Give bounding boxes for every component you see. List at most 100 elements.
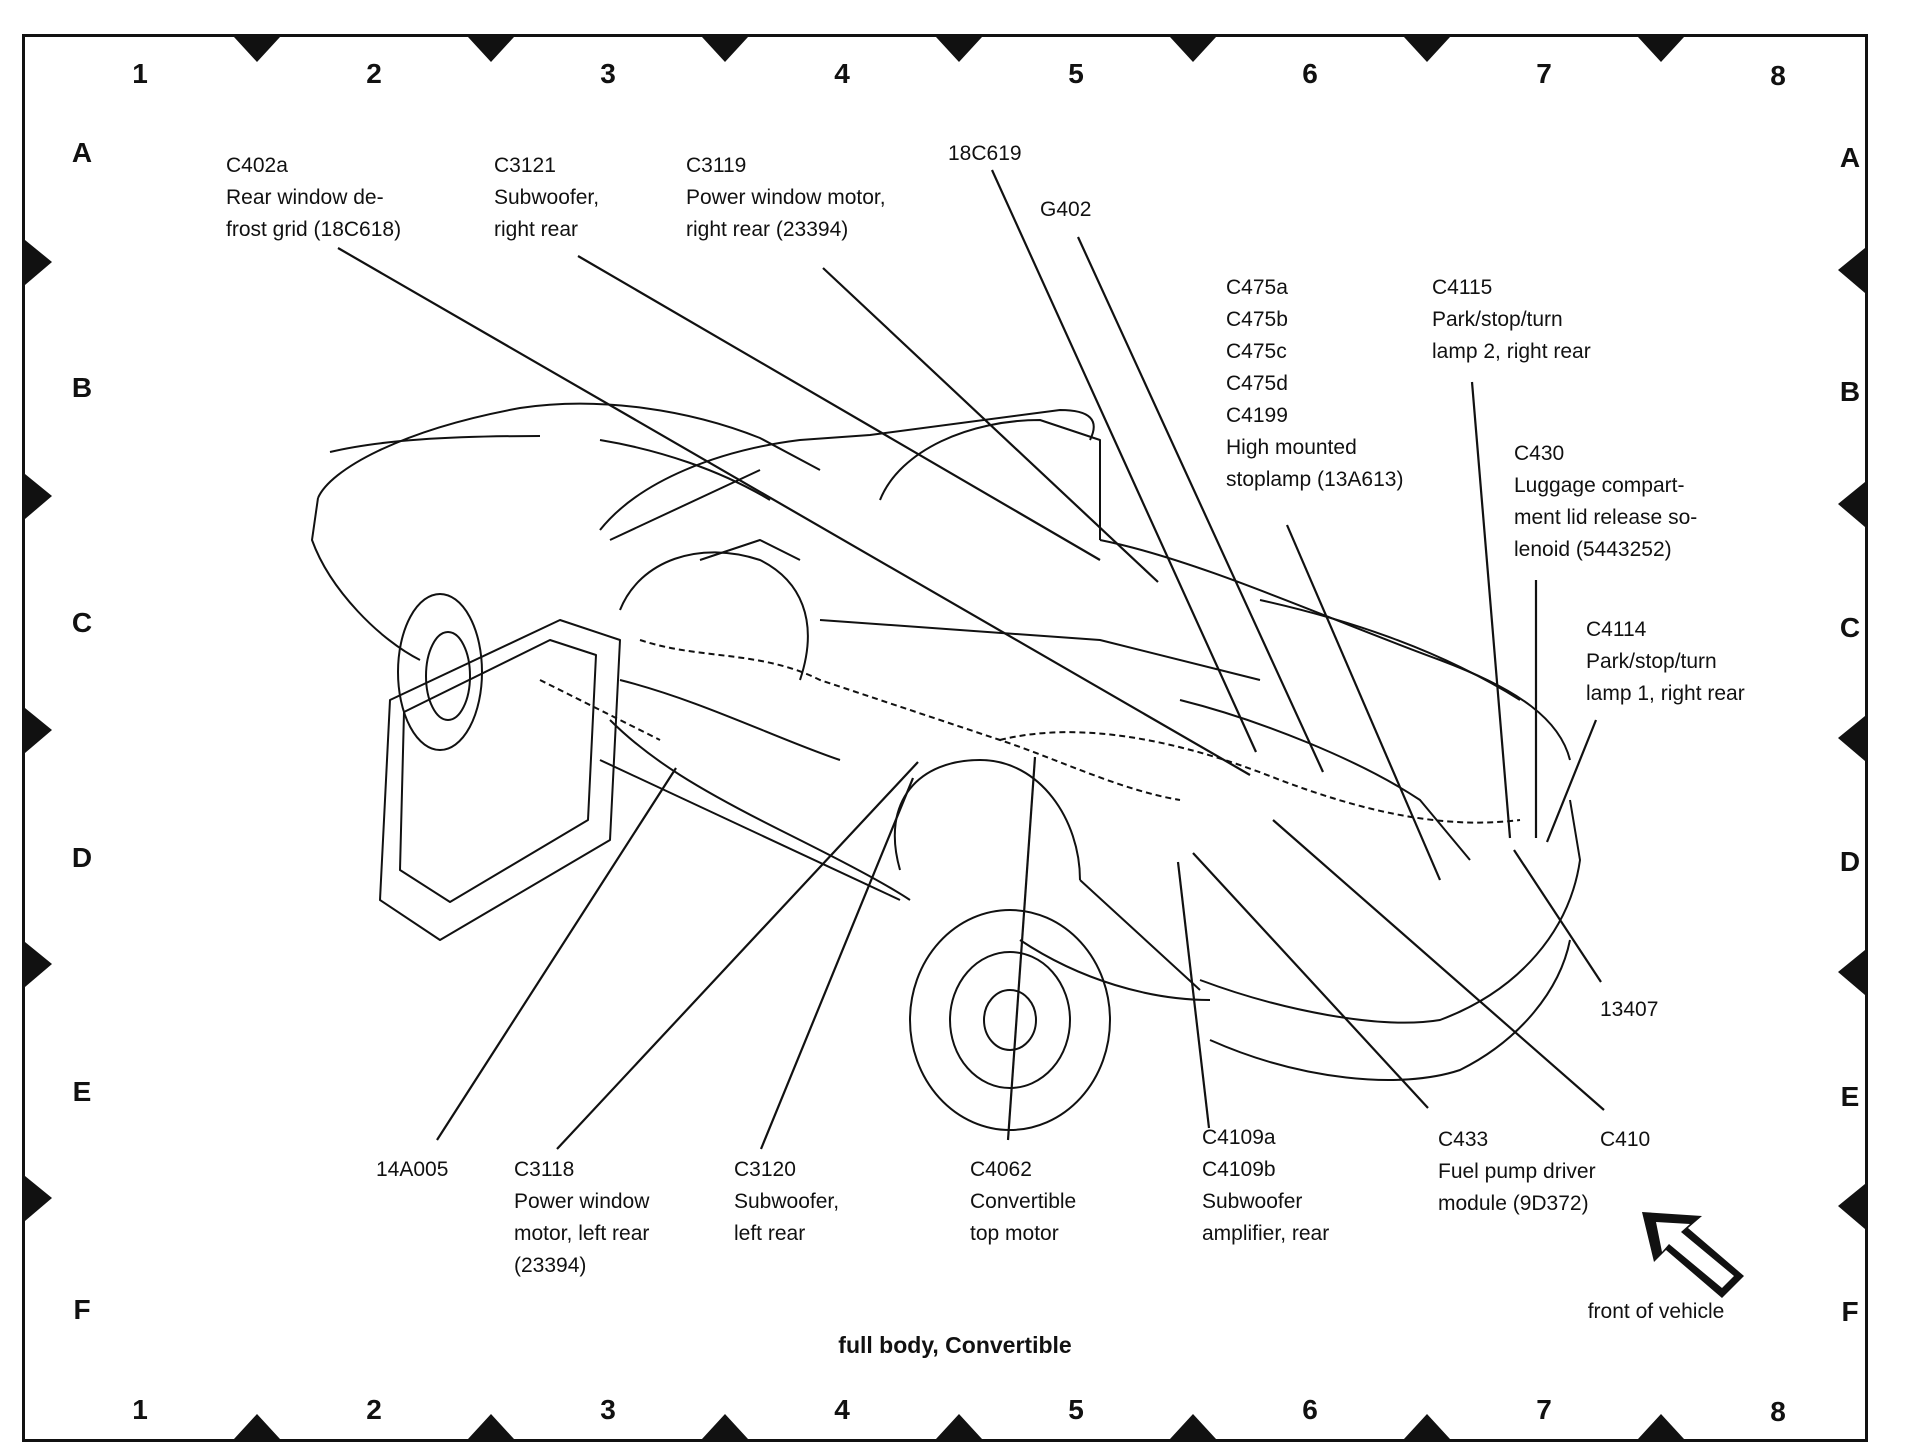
triangle-marker-icon (468, 37, 514, 62)
callout-18c619: 18C619 (948, 138, 1022, 170)
callout-c4109: C4109a C4109b Subwoofer amplifier, rear (1202, 1122, 1329, 1250)
callout-c475-line-1: C475a (1226, 276, 1288, 299)
callout-c3118-line-4: (23394) (514, 1254, 587, 1277)
triangle-marker-icon (1838, 1184, 1865, 1229)
leader-13407 (1513, 849, 1602, 983)
callout-18c619-line-1: 18C619 (948, 142, 1022, 165)
grid-col-2-bottom: 2 (366, 1394, 382, 1425)
callout-13407-line-1: 13407 (1600, 998, 1659, 1021)
grid-col-4-top: 4 (834, 58, 850, 89)
callout-g402: G402 (1040, 194, 1091, 226)
grid-row-b-left: B (71, 372, 93, 403)
grid-row-c-right: C (1839, 612, 1861, 643)
callout-c3121-line-1: C3121 (494, 154, 556, 177)
triangle-marker-icon (1838, 248, 1865, 293)
leader-c475 (1285, 524, 1442, 881)
callout-c475: C475a C475b C475c C475d C4199 High mount… (1226, 272, 1403, 496)
triangle-marker-icon (702, 37, 748, 62)
callout-c3118-line-3: motor, left rear (514, 1222, 650, 1245)
callout-c4062-line-3: top motor (970, 1222, 1059, 1245)
callout-c4114-line-1: C4114 (1586, 618, 1647, 641)
callout-c402a-line-3: frost grid (18C618) (226, 218, 402, 241)
callout-c433: C433 Fuel pump driver module (9D372) (1438, 1124, 1596, 1220)
triangle-marker-icon (1170, 37, 1216, 62)
grid-col-6-top: 6 (1302, 58, 1318, 89)
callout-c4115-line-2: Park/stop/turn (1432, 308, 1563, 331)
callout-c402a-line-2: Rear window de- (226, 186, 384, 209)
grid-col-2-top: 2 (366, 58, 382, 89)
grid-row-f-right: F (1841, 1296, 1859, 1327)
leader-c3120 (759, 777, 915, 1150)
grid-col-3-bottom: 3 (600, 1394, 616, 1425)
leader-c3121 (577, 255, 1101, 561)
callout-c4115-line-3: lamp 2, right rear (1432, 340, 1591, 363)
grid-col-6-bottom: 6 (1302, 1394, 1318, 1425)
callout-c402a-line-1: C402a (226, 154, 288, 177)
callout-c4115: C4115 Park/stop/turn lamp 2, right rear (1432, 272, 1591, 368)
callout-13407: 13407 (1600, 994, 1658, 1026)
callout-c433-line-2: Fuel pump driver (1438, 1160, 1596, 1183)
triangle-marker-icon (25, 1176, 52, 1221)
callout-c430-line-1: C430 (1514, 442, 1565, 465)
triangle-marker-icon (234, 37, 280, 62)
triangle-marker-icon (25, 942, 52, 987)
leader-c410 (1272, 819, 1605, 1111)
callout-c3121-line-2: Subwoofer, (494, 186, 600, 209)
leader-c4062 (1006, 756, 1037, 1141)
leader-c3119 (822, 267, 1159, 583)
grid-row-d-left: D (71, 842, 93, 873)
callout-c475-line-4: C475d (1226, 372, 1288, 395)
callout-c4114: C4114 Park/stop/turn lamp 1, right rear (1586, 614, 1745, 710)
callout-c3121-line-3: right rear (494, 218, 579, 241)
leader-c4115 (1470, 381, 1512, 839)
callout-c3119-line-2: Power window motor, (686, 186, 886, 209)
triangle-marker-icon (25, 708, 52, 753)
callout-c3120: C3120 Subwoofer, left rear (734, 1154, 839, 1250)
grid-row-a-left: A (71, 137, 93, 168)
callout-c410-line-1: C410 (1600, 1128, 1651, 1151)
callout-c3118-line-2: Power window (514, 1190, 650, 1213)
callout-c4115-line-1: C4115 (1432, 276, 1493, 299)
callout-c4109-line-1: C4109a (1202, 1126, 1276, 1149)
leader-c433 (1192, 852, 1429, 1109)
callout-c4109-line-4: amplifier, rear (1202, 1222, 1330, 1245)
callout-c402a: C402a Rear window de- frost grid (18C618… (226, 150, 401, 246)
leader-14a005 (436, 767, 677, 1141)
callout-c433-line-3: module (9D372) (1438, 1192, 1589, 1215)
callout-c3118: C3118 Power window motor, left rear (233… (514, 1154, 649, 1282)
callout-c3118-line-1: C3118 (514, 1158, 575, 1181)
callout-c410: C410 (1600, 1124, 1650, 1156)
leader-c4114 (1545, 719, 1598, 843)
grid-row-b-right: B (1839, 376, 1861, 407)
callout-c475-line-5: C4199 (1226, 404, 1288, 427)
grid-row-c-left: C (71, 607, 93, 638)
triangle-marker-icon (702, 1414, 748, 1439)
grid-col-3-top: 3 (600, 58, 616, 89)
callout-c430-line-3: ment lid release so- (1514, 506, 1698, 529)
grid-row-a-right: A (1839, 142, 1861, 173)
triangle-marker-icon (1404, 1414, 1450, 1439)
callout-c430: C430 Luggage compart- ment lid release s… (1514, 438, 1697, 566)
callout-c475-line-3: C475c (1226, 340, 1287, 363)
callout-c3120-line-3: left rear (734, 1222, 806, 1245)
callout-c475-line-6: High mounted (1226, 436, 1357, 459)
callout-c3120-line-2: Subwoofer, (734, 1190, 840, 1213)
callout-c3121: C3121 Subwoofer, right rear (494, 150, 599, 246)
triangle-marker-icon (936, 37, 982, 62)
grid-col-1-top: 1 (132, 58, 148, 89)
triangle-marker-icon (1838, 482, 1865, 527)
grid-col-7-bottom: 7 (1536, 1394, 1552, 1425)
callout-c433-line-1: C433 (1438, 1128, 1489, 1151)
triangle-marker-icon (1170, 1414, 1216, 1439)
callout-c430-line-2: Luggage compart- (1514, 474, 1685, 497)
callout-c4109-line-2: C4109b (1202, 1158, 1276, 1181)
callout-c475-line-2: C475b (1226, 308, 1288, 331)
grid-row-e-right: E (1840, 1081, 1860, 1112)
callout-c4114-line-2: Park/stop/turn (1586, 650, 1717, 673)
grid-row-f-left: F (73, 1294, 91, 1325)
callout-c3120-line-1: C3120 (734, 1158, 796, 1181)
triangle-marker-icon (468, 1414, 514, 1439)
callout-c4062-line-2: Convertible (970, 1190, 1077, 1213)
diagram-caption: full body, Convertible (838, 1332, 1072, 1358)
grid-col-7-top: 7 (1536, 58, 1552, 89)
